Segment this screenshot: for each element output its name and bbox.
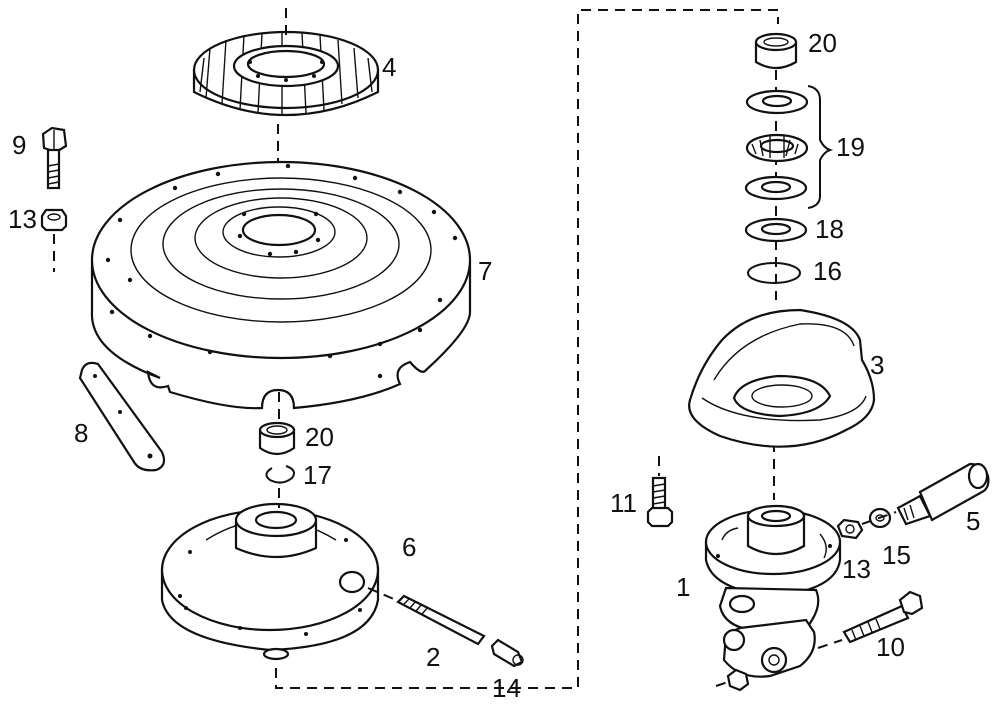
axis-shaft [367,587,397,601]
part-18-washer [744,217,808,243]
part-16-o-ring [747,262,801,284]
axis-bolt-10 [817,639,843,649]
part-13-nut-left [40,208,68,232]
part-11-bolt [646,476,674,528]
callout-19: 19 [836,132,865,162]
part-13-nut-right [836,518,864,540]
callout-20-left: 20 [305,422,334,452]
part-7-drive-disc [90,160,472,410]
part-10-bolt [842,590,924,644]
callout-1: 1 [676,572,690,602]
bracket-19 [807,85,834,209]
axis-pin [861,511,897,525]
part-19-bearing-set [744,85,834,209]
callout-17: 17 [303,460,332,490]
part-20-bushing-right [754,32,798,70]
callout-18: 18 [815,214,844,244]
part-2-shaft [396,594,524,668]
axis-bottom [715,681,729,687]
callout-3: 3 [870,350,884,380]
callout-6: 6 [402,532,416,562]
callout-11: 11 [610,488,637,518]
callout-13-right: 13 [842,554,871,584]
callout-10: 10 [876,632,905,662]
part-nut-bottom [726,668,750,692]
callout-7: 7 [478,256,492,286]
callout-20-right: 20 [808,28,837,58]
part-6-gearbox-cover [160,502,380,661]
part-8-lever [78,361,166,472]
callout-5: 5 [966,506,980,536]
callout-2: 2 [426,642,440,672]
callout-labels: 4 9 13 7 8 20 17 6 2 14 20 19 18 16 3 11… [8,28,980,703]
part-5-drive-pin [896,462,990,526]
part-20-bushing-left [258,421,296,456]
callout-8: 8 [74,418,88,448]
callout-15: 15 [882,540,911,570]
callout-4: 4 [382,52,396,82]
callout-13-left: 13 [8,204,37,234]
callout-14: 14 [492,673,521,703]
part-3-cup-housing [688,308,876,448]
part-1-gearbox-base [704,504,842,678]
callout-9: 9 [12,130,26,160]
part-17-circlip [265,465,295,484]
part-9-bolt [41,126,68,190]
part-4-bevel-gear [192,30,380,116]
callout-16: 16 [813,256,842,286]
